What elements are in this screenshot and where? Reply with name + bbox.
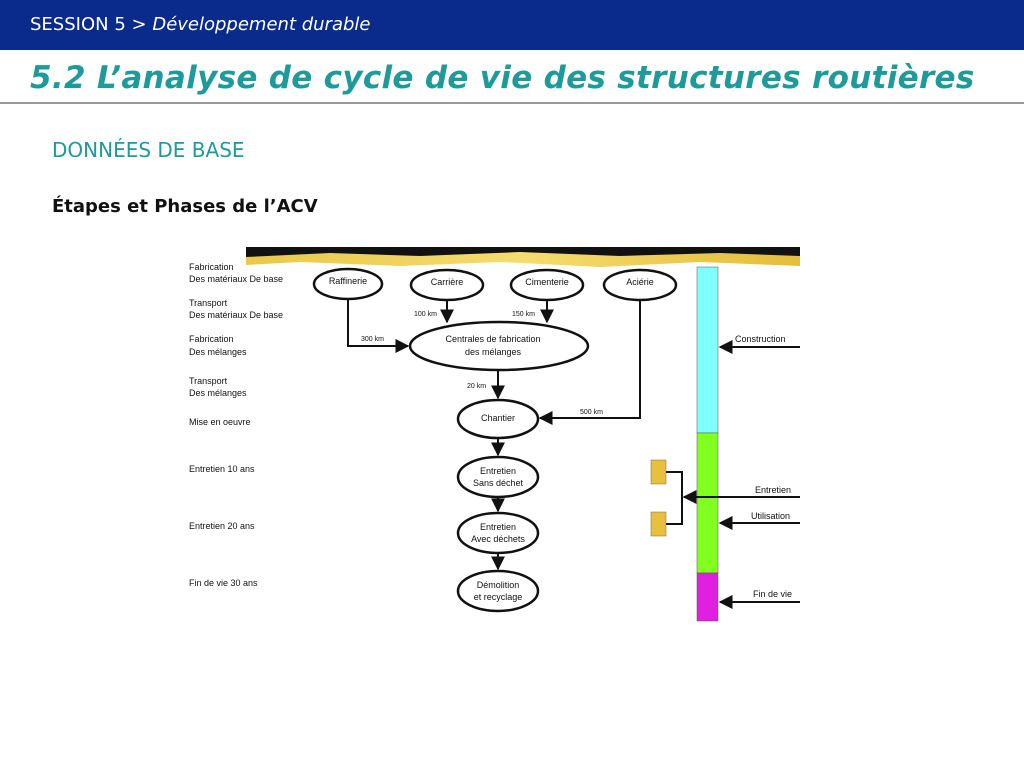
centrales-label: des mélanges <box>465 347 522 357</box>
entretien-label: Sans déchet <box>473 478 524 488</box>
construction-phase-bar <box>696 266 719 434</box>
construction-label: Construction <box>735 334 786 344</box>
raffinerie-arrow <box>347 299 410 353</box>
header-bar: SESSION 5 > Développement durable <box>0 0 1024 50</box>
distance-label: 100 km <box>414 311 437 318</box>
stage-label: Des matériaux De base <box>189 274 283 284</box>
acierie-label: Aciérie <box>626 277 654 287</box>
road-surface <box>246 252 800 267</box>
carriere-label: Carrière <box>431 277 464 287</box>
stage-label: Transport <box>189 376 228 386</box>
stage-label: Transport <box>189 298 228 308</box>
entretien-label: Entretien <box>480 466 516 476</box>
section-heading: DONNÉES DE BASE <box>52 138 245 162</box>
utilisation-label: Utilisation <box>751 511 790 521</box>
distance-label: 150 km <box>512 311 535 318</box>
stage-label: Mise en oeuvre <box>189 417 251 427</box>
maintenance-marker <box>650 459 667 485</box>
title-divider <box>0 102 1024 104</box>
entretien-phase-label: Entretien <box>755 485 791 495</box>
cimenterie-label: Cimenterie <box>525 277 569 287</box>
raffinerie-label: Raffinerie <box>329 276 367 286</box>
use-phase-bar <box>696 432 719 574</box>
end-of-life-phase-bar <box>696 572 719 622</box>
entretien-avec-dechets-node <box>456 511 540 555</box>
stage-label: Fin de vie 30 ans <box>189 578 258 588</box>
centrales-node <box>408 320 590 372</box>
stage-label: Entretien 10 ans <box>189 464 255 474</box>
entretien-sans-dechet-node <box>456 455 540 499</box>
entretien-label: Entretien <box>480 522 516 532</box>
chantier-label: Chantier <box>481 413 515 423</box>
stage-label: Fabrication <box>189 334 234 344</box>
stage-label: Des mélanges <box>189 388 247 398</box>
entretien-label: Avec déchets <box>471 534 525 544</box>
acierie-chantier-arrow <box>538 300 641 425</box>
session-breadcrumb: SESSION 5 > Développement durable <box>30 14 371 35</box>
distance-label: 20 km <box>467 383 486 390</box>
maintenance-bracket <box>666 471 683 525</box>
centrales-label: Centrales de fabrication <box>445 334 540 344</box>
maintenance-marker <box>650 511 667 537</box>
subsection-heading: Étapes et Phases de l’ACV <box>52 196 318 217</box>
breadcrumb-separator: > <box>131 14 147 35</box>
demolition-node <box>456 569 540 613</box>
session-topic: Développement durable <box>152 14 371 35</box>
stage-label: Entretien 20 ans <box>189 521 255 531</box>
session-label: SESSION 5 <box>30 14 126 35</box>
slide-title: 5.2 L’analyse de cycle de vie des struct… <box>30 60 975 96</box>
stage-label: Fabrication <box>189 262 234 272</box>
demolition-label: et recyclage <box>474 592 523 602</box>
stage-label: Des matériaux De base <box>189 310 283 320</box>
fin-de-vie-label: Fin de vie <box>753 589 792 599</box>
distance-label: 500 km <box>580 409 603 416</box>
demolition-label: Démolition <box>477 580 520 590</box>
stage-label: Des mélanges <box>189 347 247 357</box>
distance-label: 300 km <box>361 336 384 343</box>
